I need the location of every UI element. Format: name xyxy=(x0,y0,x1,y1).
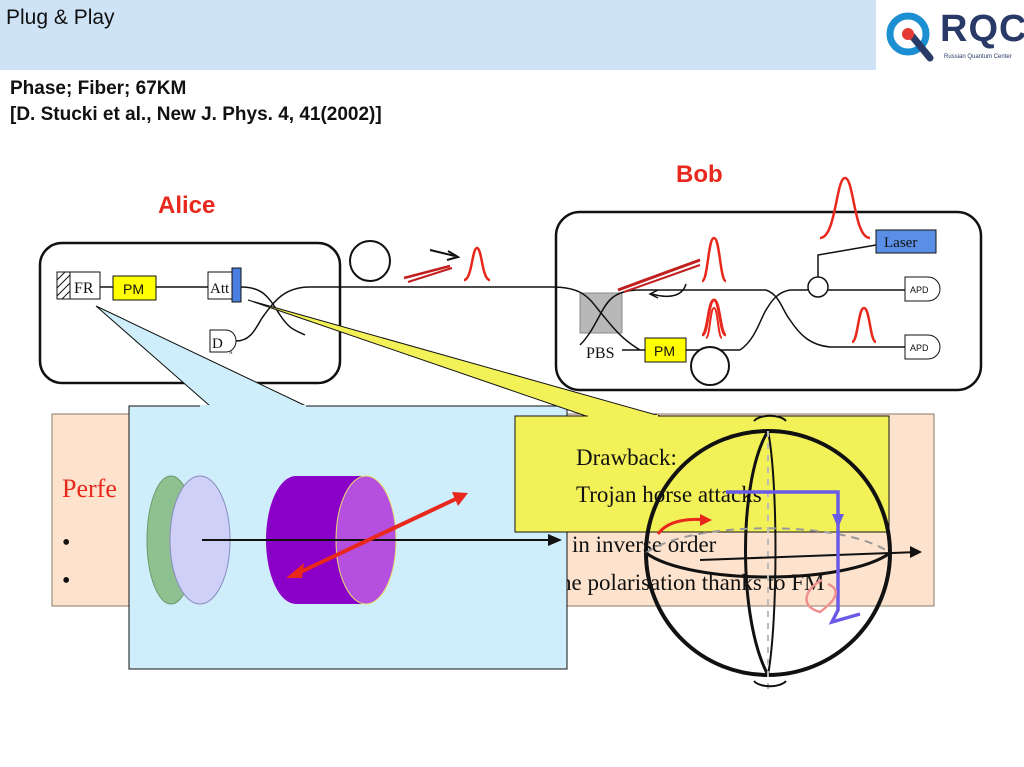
bullet-2-text: he polarisation thanks to FM xyxy=(560,570,824,595)
fr-box xyxy=(69,271,101,300)
bob-pulse-top-icon xyxy=(700,236,728,283)
bob-label: Bob xyxy=(676,161,723,188)
bob-pm-label: PM xyxy=(654,343,675,359)
apd-bottom-label: APD xyxy=(910,343,929,353)
trajectory-pink xyxy=(805,578,838,614)
apd-top-label: APD xyxy=(910,285,929,295)
reference-line-1: Phase; Fiber; 67KM xyxy=(10,78,187,99)
alice-detector xyxy=(209,329,237,353)
bob-pm-box xyxy=(644,337,687,363)
fr-popup-pointer xyxy=(95,305,307,407)
alice-pm-box xyxy=(112,275,157,301)
fr-label: FR xyxy=(74,280,94,297)
callout-line-1: Drawback: xyxy=(576,445,677,470)
polarisation-path xyxy=(726,490,861,625)
apd-top xyxy=(904,276,941,302)
attenuator-mirror xyxy=(231,267,242,303)
bullet-1-marker: • xyxy=(62,530,70,556)
alice-detector-sub: A xyxy=(229,351,233,356)
drawback-callout xyxy=(514,415,890,533)
circulator xyxy=(807,276,829,298)
slide-title: Plug & Play xyxy=(6,6,115,29)
pbs-label: PBS xyxy=(586,345,614,362)
laser-label: Laser xyxy=(884,235,917,251)
alice-detector-label: D xyxy=(212,336,223,352)
attenuator-label: Att xyxy=(210,281,230,297)
callout-line-2: Trojan horse attacks xyxy=(576,482,762,507)
logo-name: RQC xyxy=(940,8,1024,50)
bob-delay-spool xyxy=(690,346,730,386)
rqc-logo: RQC Russian Quantum Center xyxy=(882,6,1024,66)
apd-bottom xyxy=(904,334,941,360)
alice-coupler-upper xyxy=(261,286,552,319)
alice-label: Alice xyxy=(158,192,215,219)
header-band xyxy=(0,0,876,70)
laser-box xyxy=(875,229,937,254)
polarisation-arrow xyxy=(291,494,463,578)
attenuator-box xyxy=(207,271,233,300)
alice-pm-label: PM xyxy=(123,281,144,297)
alice-coupler-lower xyxy=(240,286,306,336)
rqc-logo-icon xyxy=(886,12,934,62)
fiber-spool xyxy=(349,240,391,282)
text-box-heading: Perfe xyxy=(62,474,117,503)
pulse-icon xyxy=(463,246,491,282)
sphere-axis xyxy=(699,551,919,561)
bob-pulse-middle-icon xyxy=(700,298,728,337)
bullet-2-marker: • xyxy=(62,568,70,594)
bob-box xyxy=(554,210,983,392)
laser-pulse-icon xyxy=(819,176,871,240)
reference-line-2: [D. Stucki et al., New J. Phys. 4, 41(20… xyxy=(10,104,382,125)
logo-subtitle: Russian Quantum Center xyxy=(944,54,1012,60)
bob-pulse-bottom-icon xyxy=(851,306,877,344)
bob-incoming-beam xyxy=(617,258,701,292)
